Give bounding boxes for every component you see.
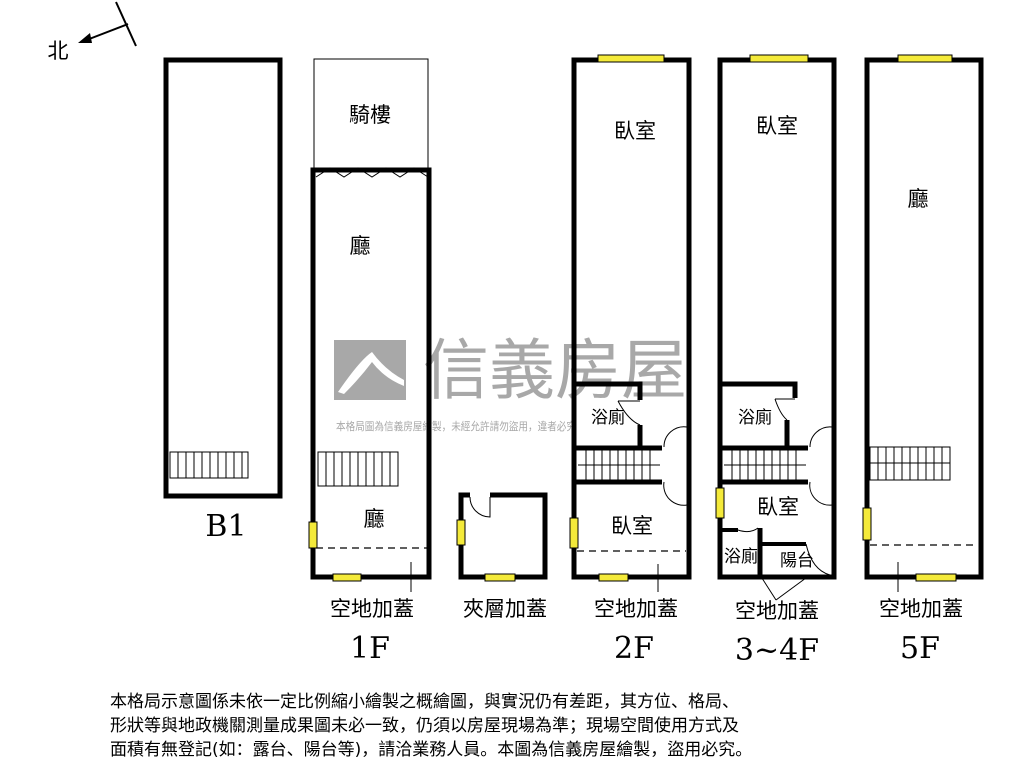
window-icon: [749, 54, 809, 63]
room-label: 陽台: [780, 551, 814, 571]
room-label: 臥室: [611, 514, 653, 538]
door-icon: [809, 426, 833, 506]
floor-label-2f: 2F: [614, 631, 654, 666]
north-label: 北: [48, 39, 69, 63]
floor-label-5f: 5F: [900, 631, 940, 666]
disclaimer-line: 形狀等與地政機關測量成果圖未必一致，仍須以房屋現場為準；現場空間使用方式及: [110, 716, 739, 736]
window-icon: [484, 573, 516, 582]
floor-label-1f: 1F: [350, 631, 390, 666]
floor-b1: B1: [163, 57, 283, 544]
window-icon: [308, 521, 318, 549]
floor-label-3-4f: 3~4F: [735, 633, 819, 668]
floor-3-4f: 臥室 浴廁 臥室 浴廁 陽台 空地加蓋 3~4F: [715, 54, 837, 668]
room-label: 臥室: [757, 495, 799, 519]
extension-label: 空地加蓋: [879, 597, 963, 621]
room-label: 廳: [350, 234, 371, 258]
room-label: 浴廁: [724, 546, 758, 567]
stairs-icon: [169, 451, 249, 479]
room-label: 廳: [364, 507, 385, 531]
floor-2f: 臥室 浴廁 臥室 空地加蓋 2F: [569, 54, 692, 666]
extension-label: 空地加蓋: [594, 597, 678, 621]
disclaimer-line: 本格局示意圖係未依一定比例縮小繪製之概繪圖，與實況仍有差距，其方位、格局、: [110, 692, 739, 712]
room-label: 浴廁: [738, 407, 772, 428]
floor-5f: 廳 空地加蓋 5F: [862, 54, 984, 666]
extension-label: 夾層加蓋: [463, 597, 547, 621]
disclaimer: 本格局示意圖係未依一定比例縮小繪製之概繪圖，與實況仍有差距，其方位、格局、 形狀…: [110, 690, 752, 762]
door-icon: [469, 496, 491, 518]
window-icon: [862, 507, 872, 541]
window-icon: [598, 573, 629, 582]
room-label: 臥室: [614, 119, 656, 143]
door-icon: [663, 426, 688, 506]
stairs-icon: [869, 446, 951, 481]
watermark-brand: 信義房屋: [423, 332, 687, 409]
floor-1f: 騎樓 廳 廳 空地加蓋 1F: [308, 58, 432, 666]
window-icon: [569, 517, 579, 549]
room-label: 廳: [908, 187, 929, 211]
watermark: 信義房屋 本格局圖為信義房屋繪製，未經允許請勿盜用，違者必究: [334, 332, 687, 433]
stairs-icon: [317, 451, 399, 487]
window-icon: [897, 54, 953, 63]
watermark-notice: 本格局圖為信義房屋繪製，未經允許請勿盜用，違者必究: [336, 419, 576, 433]
floor-label-b1: B1: [205, 509, 246, 544]
room-label: 浴廁: [591, 407, 625, 428]
extension-label: 空地加蓋: [330, 597, 414, 621]
room-label: 臥室: [756, 114, 798, 138]
north-arrow-icon: 北: [48, 1, 137, 63]
window-icon: [715, 487, 725, 519]
stairs-icon: [724, 448, 806, 482]
extension-label: 空地加蓋: [735, 599, 819, 623]
room-label: 騎樓: [349, 103, 391, 127]
window-icon: [332, 573, 362, 582]
window-icon: [597, 54, 665, 63]
window-icon: [915, 573, 957, 582]
floor-mezzanine: 夾層加蓋: [456, 492, 548, 621]
disclaimer-line: 面積有無登記(如：露台、陽台等)，請洽業務人員。本圖為信義房屋繪製，盜用必究。: [110, 740, 753, 760]
stairs-icon: [578, 448, 660, 482]
window-icon: [456, 519, 466, 546]
